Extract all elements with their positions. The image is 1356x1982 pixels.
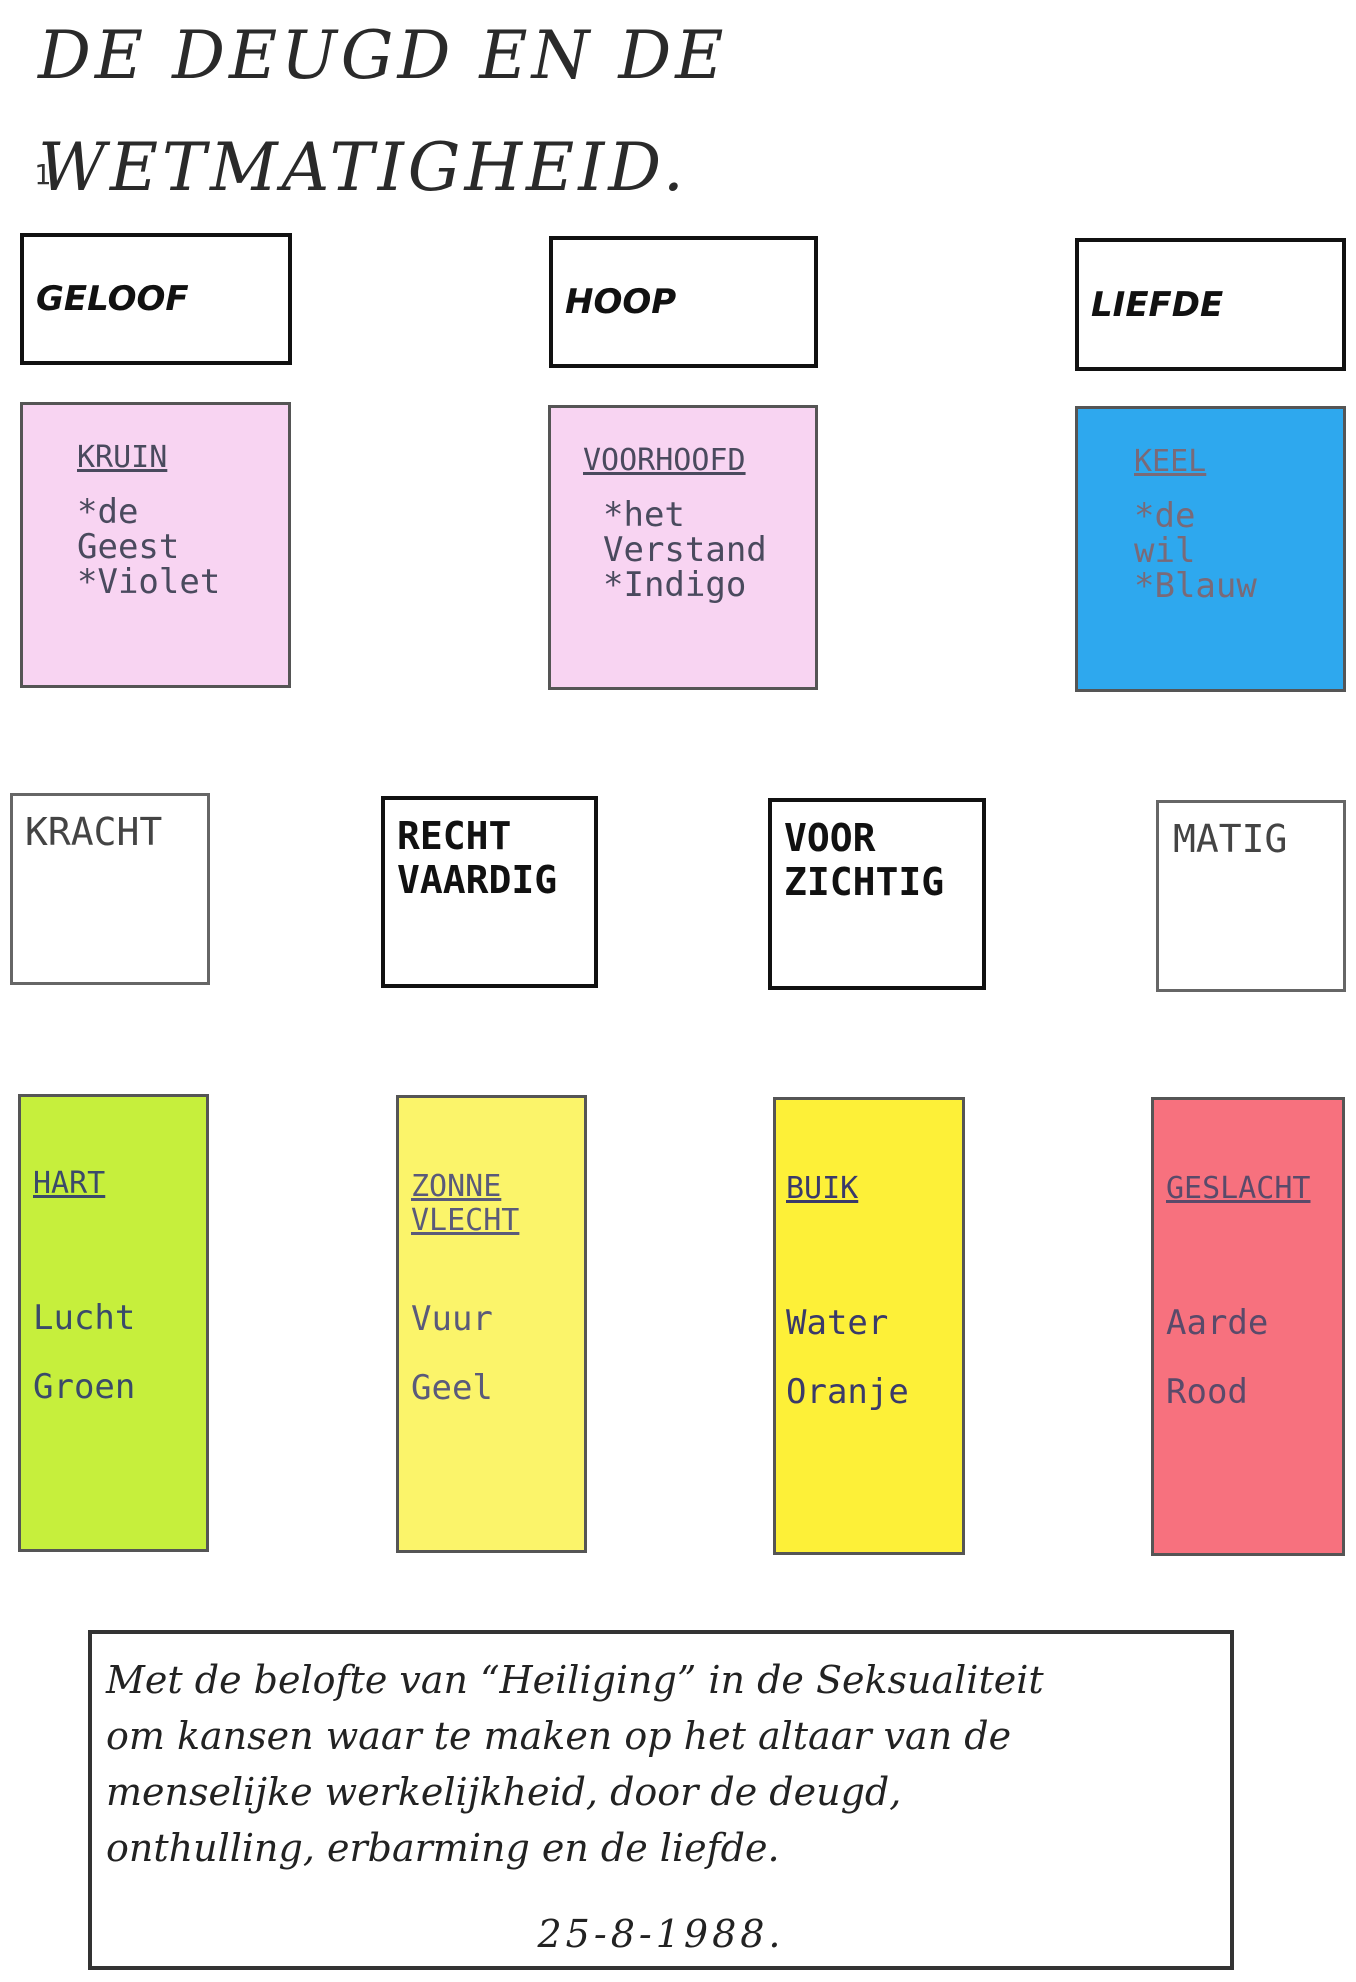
virtue-text: KRACHT (25, 810, 163, 854)
virtue-box-voorzichtig: VOOR ZICHTIG (768, 798, 986, 990)
center-text: *het Verstand *Indigo (603, 495, 767, 605)
virtue-label-hoop: HOOP (549, 236, 818, 368)
virtue-label-text: LIEFDE (1091, 284, 1224, 325)
dedication-box: Met de belofte van “Heiliging” in de Sek… (88, 1630, 1234, 1970)
virtue-label-text: GELOOF (36, 279, 189, 319)
virtue-box-rechtvaardig: RECHT VAARDIG (381, 796, 598, 988)
center-heading: ZONNE VLECHT (411, 1169, 520, 1238)
center-heading: VOORHOOFD (583, 443, 746, 478)
center-heading: GESLACHT (1166, 1171, 1311, 1206)
center-box-buik: BUIK Water Oranje (773, 1097, 965, 1555)
center-color: Oranje (786, 1372, 909, 1412)
center-text: *de wil *Blauw (1134, 496, 1257, 606)
center-heading: BUIK (786, 1171, 859, 1206)
virtue-label-geloof: GELOOF (20, 233, 292, 365)
center-heading: KEEL (1134, 444, 1207, 479)
virtue-text: VOOR ZICHTIG (784, 816, 945, 904)
virtue-box-kracht: KRACHT (10, 793, 210, 985)
center-element: Vuur (411, 1299, 493, 1339)
virtue-text: MATIG (1173, 817, 1288, 861)
center-box-hart: HART Lucht Groen (18, 1094, 209, 1552)
center-heading: HART (33, 1166, 106, 1201)
center-element: Aarde (1166, 1303, 1269, 1343)
center-box-zonnevlecht: ZONNE VLECHT Vuur Geel (396, 1095, 587, 1553)
page-number: 1 (34, 158, 51, 191)
center-box-voorhoofd: VOORHOOFD *het Verstand *Indigo (548, 405, 818, 690)
center-element: Water (786, 1303, 889, 1343)
virtue-label-liefde: LIEFDE (1075, 238, 1346, 371)
dedication-line: om kansen waar te maken op het altaar va… (106, 1714, 1012, 1758)
center-box-keel: KEEL *de wil *Blauw (1075, 406, 1346, 692)
center-element: Lucht (33, 1298, 136, 1338)
dedication-line: Met de belofte van “Heiliging” in de Sek… (106, 1658, 1044, 1702)
dedication-line: menselijke werkelijkheid, door de deugd, (106, 1770, 902, 1814)
dedication-date: 25-8-1988. (537, 1912, 785, 1956)
virtue-box-matig: MATIG (1156, 800, 1346, 992)
virtue-label-text: HOOP (565, 282, 677, 322)
dedication-line: onthulling, erbarming en de liefde. (106, 1826, 780, 1870)
center-box-geslacht: GESLACHT Aarde Rood (1151, 1097, 1345, 1556)
center-color: Groen (33, 1367, 136, 1407)
center-color: Rood (1166, 1372, 1248, 1412)
virtue-text: RECHT VAARDIG (397, 814, 558, 902)
center-box-kruin: KRUIN *de Geest *Violet (20, 402, 291, 688)
center-color: Geel (411, 1368, 493, 1408)
center-heading: KRUIN (77, 440, 168, 475)
page-title: DE DEUGD EN DE WETMATIGHEID. (38, 17, 728, 206)
center-text: *de Geest *Violet (77, 492, 221, 602)
